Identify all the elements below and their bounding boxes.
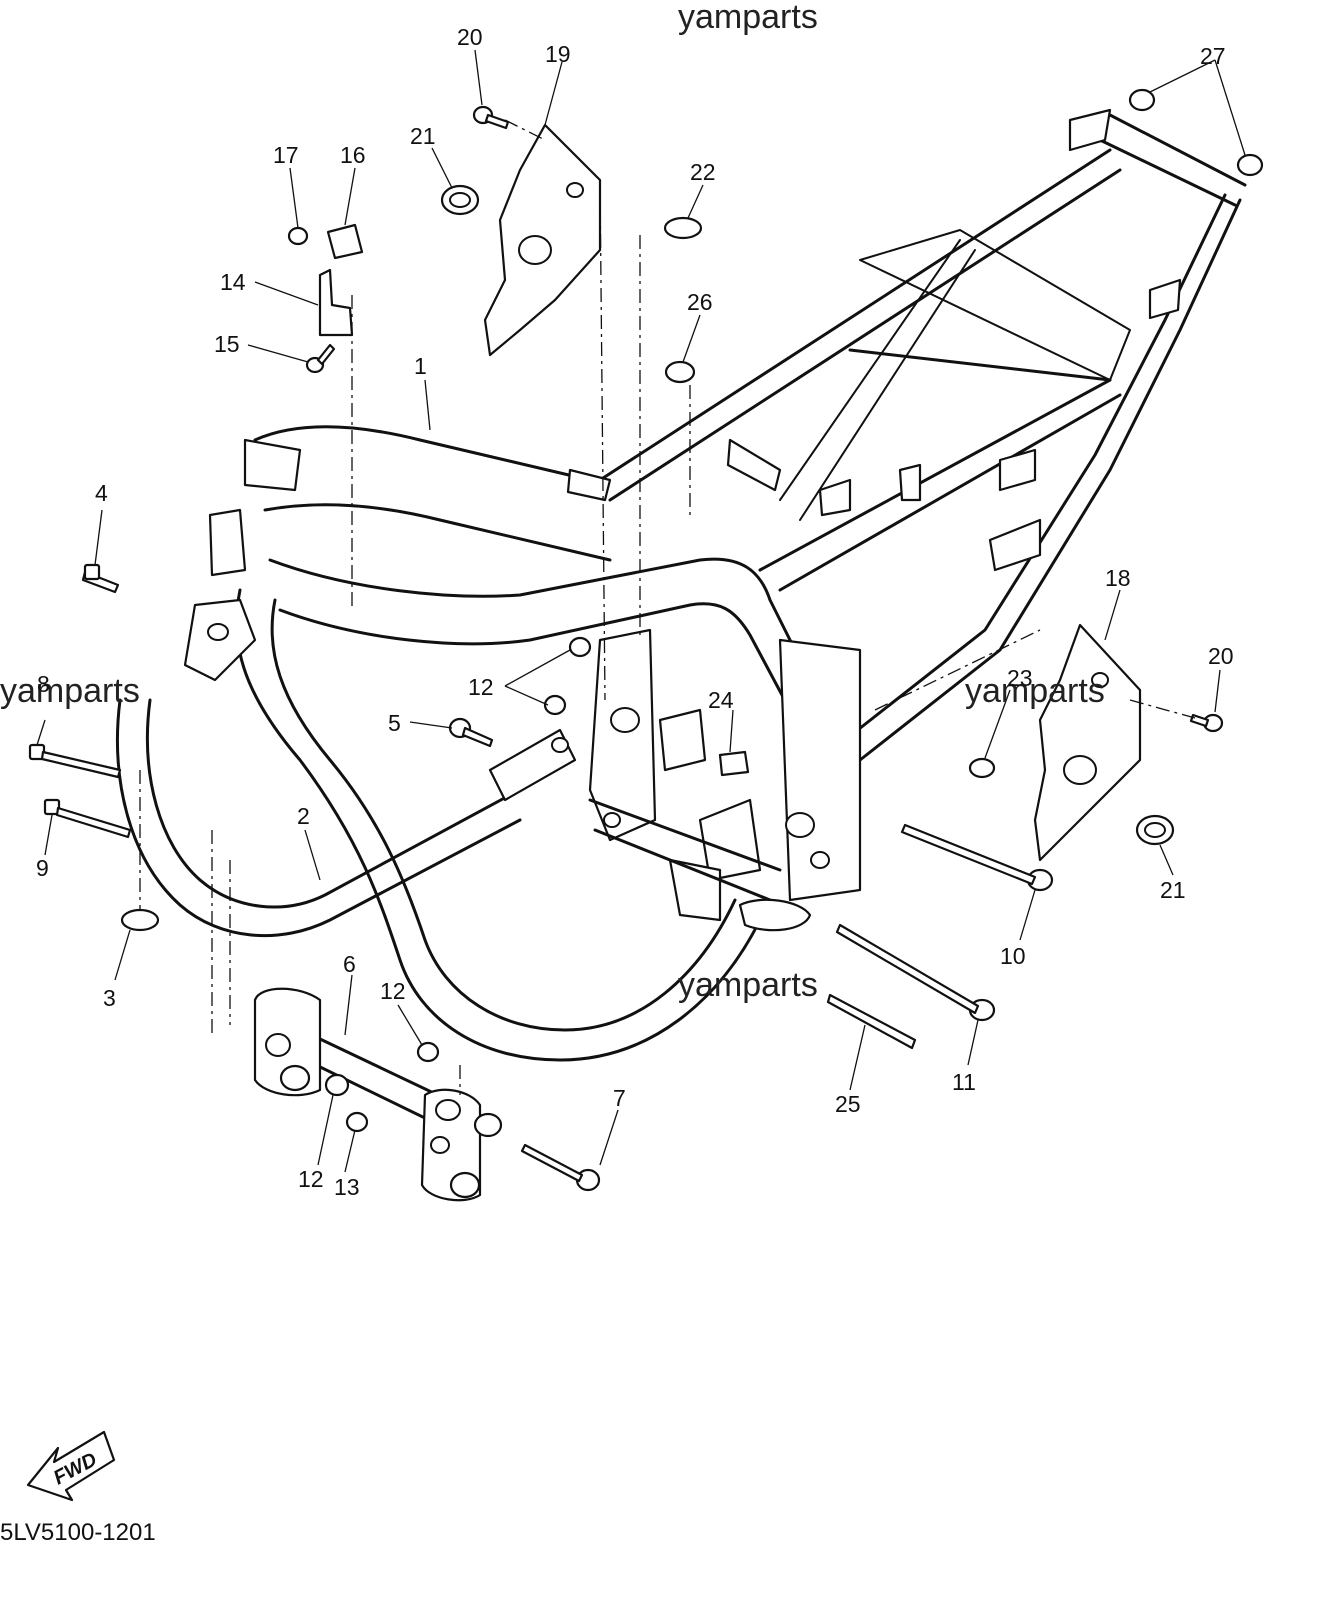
diagram-code: 5LV5100-1201 xyxy=(0,1519,156,1546)
watermark-center: yamparts xyxy=(678,966,818,1004)
callout-21-b: 21 xyxy=(1160,877,1186,903)
fasteners xyxy=(28,105,1224,1192)
callout-22: 22 xyxy=(690,159,716,185)
watermark-top: yamparts xyxy=(678,0,818,36)
callout-21-a: 21 xyxy=(410,123,436,149)
callout-6: 6 xyxy=(343,951,356,977)
callout-24: 24 xyxy=(708,687,734,713)
callout-17: 17 xyxy=(273,142,299,168)
callout-14: 14 xyxy=(220,269,246,295)
callout-20-b: 20 xyxy=(1208,643,1234,669)
watermark-left: yamparts xyxy=(0,672,140,710)
callout-19: 19 xyxy=(545,41,571,67)
callout-2: 2 xyxy=(297,803,310,829)
callout-12-b: 12 xyxy=(380,978,406,1004)
callout-3: 3 xyxy=(103,985,116,1011)
callout-11: 11 xyxy=(952,1069,976,1095)
callout-numbers: 1 2 3 4 5 6 7 8 9 10 11 12 12 12 13 14 1… xyxy=(36,24,1234,1200)
callout-26: 26 xyxy=(687,289,713,315)
main-frame xyxy=(183,88,1264,1062)
callout-7: 7 xyxy=(613,1085,626,1111)
callout-1: 1 xyxy=(414,353,427,379)
part-6-mount-assembly xyxy=(253,987,503,1202)
callout-25: 25 xyxy=(835,1091,861,1117)
callout-15: 15 xyxy=(214,331,240,357)
callout-18: 18 xyxy=(1105,565,1131,591)
callout-8: 8 xyxy=(37,671,50,697)
callout-12-c: 12 xyxy=(298,1166,324,1192)
callout-4: 4 xyxy=(95,480,108,506)
callout-10: 10 xyxy=(1000,943,1026,969)
alignment-dashes xyxy=(139,119,1196,1095)
part-2-lower-tube xyxy=(116,698,577,938)
callout-23: 23 xyxy=(1007,665,1033,691)
part-19-plate xyxy=(483,123,602,357)
callout-16: 16 xyxy=(340,142,366,168)
fwd-arrow: FWD xyxy=(26,1430,116,1502)
callout-9: 9 xyxy=(36,855,49,881)
callout-5: 5 xyxy=(388,710,401,736)
part-18-plate xyxy=(1033,623,1142,862)
watermark-right: yamparts xyxy=(965,672,1105,710)
callout-13: 13 xyxy=(334,1174,360,1200)
leader-lines xyxy=(36,49,1246,1173)
callout-27: 27 xyxy=(1200,43,1226,69)
callout-12-a: 12 xyxy=(468,674,494,700)
callout-20-a: 20 xyxy=(457,24,483,50)
